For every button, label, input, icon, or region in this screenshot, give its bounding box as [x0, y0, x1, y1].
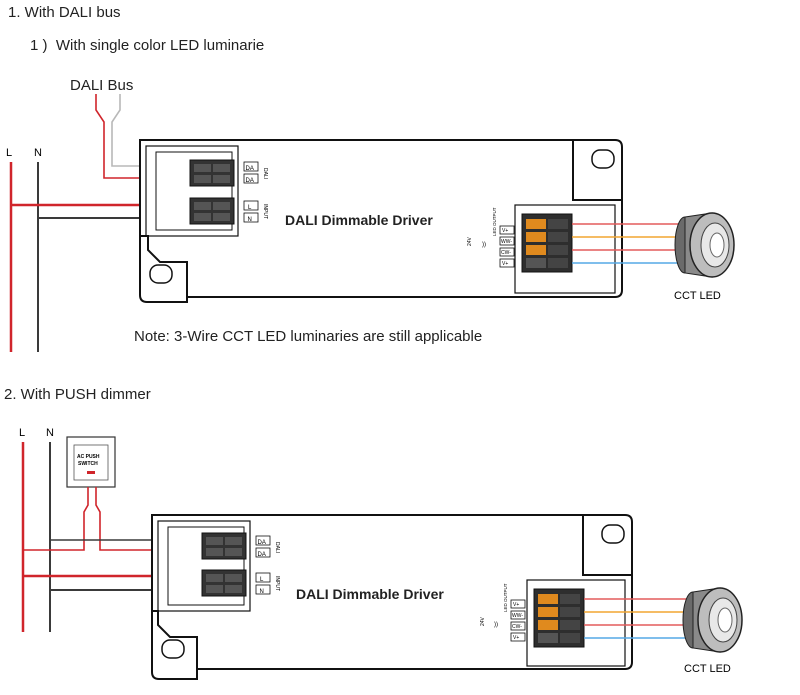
out-label-2: LED OUTPUT — [503, 583, 508, 612]
label-dali-side-1: DALI — [262, 168, 268, 179]
cct-led-lamp-1 — [674, 212, 735, 278]
section1-heading: 1. With DALI bus — [8, 4, 121, 21]
line-l-label-2: L — [19, 427, 25, 439]
mount-slot-right-2 — [601, 524, 625, 544]
driver-body-1 — [139, 139, 623, 298]
label-da-3: DA — [258, 540, 266, 546]
out-label-1: LED OUTPUT — [492, 207, 497, 236]
out-cw-2: CW- — [512, 624, 522, 630]
cct-led-lamp-2 — [682, 587, 743, 653]
driver-title-2: DALI Dimmable Driver — [296, 586, 444, 602]
signal-icon-1: )) — [482, 242, 486, 248]
out-vplus-1: V+ — [502, 228, 508, 234]
mount-slot-left-2 — [161, 639, 185, 659]
label-l-1: L — [248, 205, 252, 211]
cct-led-label-2: CCT LED — [684, 663, 731, 675]
section2-diagram: L N AC PUSH SWITCH — [19, 427, 743, 680]
mount-slot-left-1 — [149, 264, 173, 284]
out-cw-1: CW- — [501, 250, 511, 256]
label-input-side-2: INPUT — [274, 576, 280, 591]
out-ww-2: WW- — [512, 613, 523, 619]
out-side-label-1: 24V — [467, 236, 473, 246]
label-n-1: N — [248, 217, 252, 223]
out-vplus-2: V+ — [502, 261, 508, 267]
driver-body-2 — [151, 514, 633, 670]
driver-title-1: DALI Dimmable Driver — [285, 212, 433, 228]
mount-slot-right-1 — [591, 149, 615, 169]
label-da-4: DA — [258, 552, 266, 558]
dali-bus-label: DALI Bus — [70, 77, 134, 94]
line-n-label-1: N — [34, 147, 42, 159]
note-text: Note: 3-Wire CCT LED luminaries are stil… — [134, 328, 483, 345]
label-input-side-1: INPUT — [262, 204, 268, 219]
line-l-label-1: L — [6, 147, 12, 159]
line-n-label-2: N — [46, 427, 54, 439]
label-l-2: L — [260, 577, 264, 583]
label-da-2: DA — [246, 178, 254, 184]
out-vplus-3: V+ — [513, 602, 519, 608]
label-da-1: DA — [246, 166, 254, 172]
label-n-2: N — [260, 589, 264, 595]
switch-label-2: SWITCH — [78, 461, 98, 467]
out-side-label-2: 24V — [480, 616, 486, 626]
signal-icon-2: )) — [494, 622, 498, 628]
out-vplus-4: V+ — [513, 635, 519, 641]
out-ww-1: WW- — [501, 239, 512, 245]
label-dali-side-2: DALI — [274, 542, 280, 553]
section1-diagram: L N DA — [6, 94, 735, 352]
section1-subheading: 1 ) With single color LED luminarie — [30, 37, 265, 54]
switch-label-1: AC PUSH — [77, 454, 100, 460]
cct-led-label-1: CCT LED — [674, 290, 721, 302]
dali-wire-red — [95, 94, 195, 179]
section2-heading: 2. With PUSH dimmer — [4, 386, 151, 403]
